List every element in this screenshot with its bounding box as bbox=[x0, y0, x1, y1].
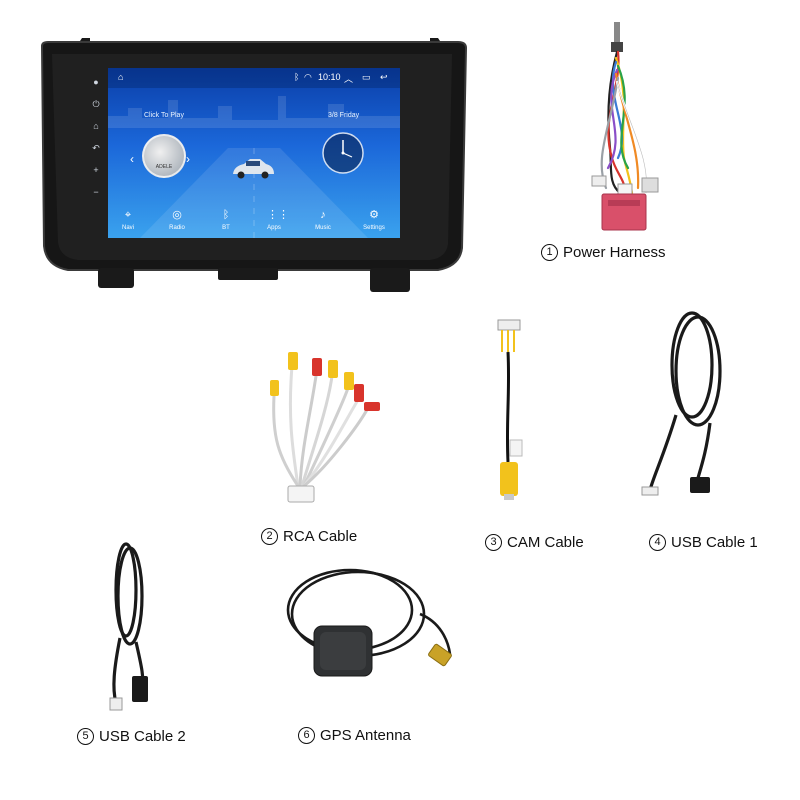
caption-label: GPS Antenna bbox=[320, 727, 411, 744]
dock-label-apps: Apps bbox=[267, 225, 281, 231]
caption-power-harness: 1 Power Harness bbox=[541, 244, 666, 261]
caption-label: CAM Cable bbox=[507, 534, 584, 551]
usb-cable-1-image bbox=[641, 311, 722, 496]
chevron-up-icon[interactable]: ︿ bbox=[344, 74, 354, 84]
caption-label: RCA Cable bbox=[283, 528, 358, 545]
caption-label: USB Cable 1 bbox=[671, 534, 758, 551]
caption-number: 6 bbox=[298, 727, 315, 744]
bluetooth-icon: ᛒ bbox=[294, 72, 300, 82]
apps-icon[interactable]: ⋮⋮ bbox=[267, 209, 289, 221]
bluetooth-icon[interactable]: ᛒ bbox=[222, 209, 230, 221]
navi-icon[interactable]: ⌖ bbox=[124, 209, 132, 221]
chevron-right-icon[interactable]: › bbox=[186, 152, 190, 166]
home-icon[interactable]: ⌂ bbox=[93, 121, 99, 131]
car-graphic[interactable] bbox=[230, 156, 276, 180]
chevron-left-icon[interactable]: ‹ bbox=[130, 152, 134, 166]
status-bar: ⌂ ᛒ ◠ 10:10 ︿ ▭ ↩ bbox=[108, 68, 400, 88]
screen[interactable]: ⌂ ᛒ ◠ 10:10 ︿ ▭ ↩ Click To Play ‹ › ADEL… bbox=[108, 68, 400, 238]
dock-label-music: Music bbox=[315, 225, 331, 231]
date-label: 3/8 Friday bbox=[328, 112, 360, 119]
recent-apps-icon[interactable]: ▭ bbox=[362, 72, 371, 82]
dock-label-settings: Settings bbox=[363, 225, 385, 231]
caption-number: 3 bbox=[485, 534, 502, 551]
usb-cable-2-image bbox=[109, 542, 148, 711]
caption-number: 4 bbox=[649, 534, 666, 551]
gps-antenna-image bbox=[286, 568, 452, 677]
caption-usb-cable-2: 5 USB Cable 2 bbox=[77, 728, 186, 745]
wifi-icon: ◠ bbox=[304, 72, 312, 82]
back-icon[interactable]: ↩ bbox=[380, 72, 388, 82]
caption-usb-cable-1: 4 USB Cable 1 bbox=[649, 534, 758, 551]
clock-icon[interactable] bbox=[320, 130, 366, 176]
radio-icon[interactable]: ◎ bbox=[172, 209, 182, 221]
dock-label-navi: Navi bbox=[121, 225, 134, 231]
caption-number: 5 bbox=[77, 728, 94, 745]
caption-gps-antenna: 6 GPS Antenna bbox=[298, 727, 411, 744]
dock-label-radio: Radio bbox=[169, 225, 185, 231]
volume-up-icon[interactable]: + bbox=[93, 165, 99, 175]
album-art[interactable]: ADELE bbox=[142, 134, 186, 178]
cam-cable-image bbox=[497, 319, 523, 500]
music-icon[interactable]: ♪ bbox=[320, 209, 326, 221]
caption-number: 1 bbox=[541, 244, 558, 261]
dock-label-bt: BT bbox=[222, 225, 230, 231]
caption-number: 2 bbox=[261, 528, 278, 545]
mic-icon[interactable]: ● bbox=[93, 77, 99, 87]
settings-icon[interactable]: ⚙ bbox=[369, 209, 379, 221]
status-time: 10:10 bbox=[318, 72, 341, 82]
rca-cable-image bbox=[270, 352, 380, 503]
power-harness-image bbox=[591, 22, 659, 231]
caption-rca-cable: 2 RCA Cable bbox=[261, 528, 357, 545]
caption-label: USB Cable 2 bbox=[99, 728, 186, 745]
back-icon[interactable]: ↶ bbox=[92, 143, 100, 153]
caption-label: Power Harness bbox=[563, 244, 666, 261]
caption-cam-cable: 3 CAM Cable bbox=[485, 534, 584, 551]
skyline-graphic bbox=[108, 96, 400, 128]
volume-down-icon[interactable]: − bbox=[93, 187, 99, 197]
music-widget-label: Click To Play bbox=[144, 112, 184, 119]
power-icon[interactable]: ⏻ bbox=[92, 99, 100, 109]
album-text: ADELE bbox=[155, 164, 173, 170]
home-icon[interactable]: ⌂ bbox=[118, 72, 124, 82]
